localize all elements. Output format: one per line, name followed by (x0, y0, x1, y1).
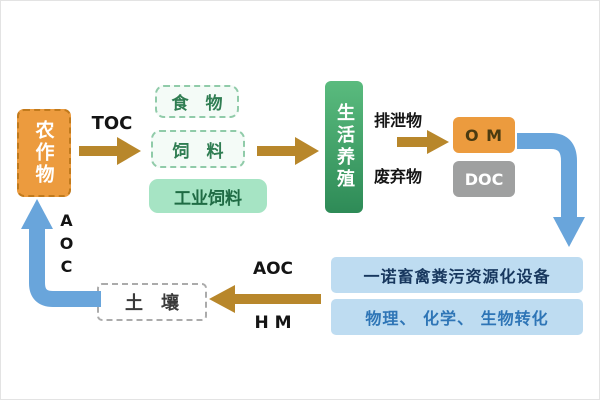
food-box: 食 物 (155, 85, 239, 118)
feed-box: 饲 料 (151, 130, 245, 168)
excreta-arrow (397, 130, 449, 154)
waste-label: 废弃物 (373, 167, 422, 186)
excreta-label: 排泄物 (373, 111, 422, 130)
soil-to-crops-arrow (21, 199, 101, 307)
return-to-soil-arrow (209, 285, 321, 313)
om-box: O M (453, 117, 515, 153)
breeding-box: 生活养殖 (325, 81, 363, 213)
feed-to-breeding-arrow (257, 137, 319, 165)
crops-box: 农作物 (17, 109, 71, 197)
equipment-box: 一诺畜禽粪污资源化设备 (331, 257, 583, 293)
soil-box: 土 壤 (97, 283, 207, 321)
doc-box: DOC (453, 161, 515, 197)
toc-arrow (79, 137, 141, 165)
down-flow-arrow (517, 133, 585, 247)
hm-label: H M (254, 313, 292, 333)
toc-label: TOC (91, 113, 133, 134)
aoc-top-label: AOC (252, 259, 294, 279)
industrial-feed-box: 工业饲料 (149, 179, 267, 213)
aoc-left-label: AOC (57, 211, 76, 280)
transformation-box: 物理、 化学、 生物转化 (331, 299, 583, 335)
